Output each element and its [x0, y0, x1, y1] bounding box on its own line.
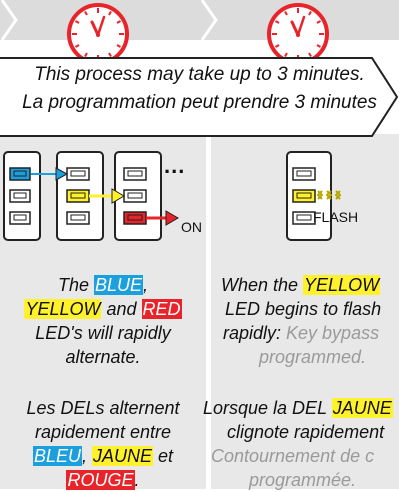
led-module: [56, 151, 104, 241]
bleu-label: BLEU: [32, 446, 82, 466]
step-bar: [0, 0, 399, 40]
callout-text-fr: La programmation peut prendre 3 minutes: [22, 92, 377, 113]
right-description-en: When the YELLOW LED begins to flash rapi…: [221, 275, 382, 367]
led-module: [3, 151, 41, 241]
clock-icon: [66, 2, 130, 66]
red-label: RED: [141, 299, 182, 319]
blue-label: BLUE: [93, 275, 144, 295]
chevron-right-icon: [0, 0, 22, 40]
led-diagram: [3, 151, 342, 241]
jaune-label: JAUNE: [92, 446, 154, 466]
panel-divider: [206, 134, 211, 489]
chevron-right-icon: [200, 0, 222, 40]
arrow-icon: [146, 210, 179, 226]
arrow-icon: [31, 167, 69, 181]
flash-label: FLASH: [313, 209, 359, 225]
ellipsis: ...: [164, 153, 186, 178]
left-description-fr: Les DELs alternent rapidement entre BLEU…: [26, 398, 180, 490]
right-description-fr: Lorsque la DEL JAUNE clignote rapidement…: [203, 398, 393, 490]
arrow-icon: [89, 188, 125, 204]
yellow-label: YELLOW: [303, 275, 381, 295]
yellow-label: YELLOW: [24, 299, 102, 319]
left-description-en: The BLUE, YELLOW and RED LED's will rapi…: [24, 275, 182, 367]
callout-text-en: This process may take up to 3 minutes.: [34, 64, 365, 85]
on-label: ON: [181, 219, 202, 235]
led-module: [286, 151, 332, 241]
rouge-label: ROUGE: [66, 470, 135, 490]
flash-icon: [316, 190, 342, 200]
jaune-label: JAUNE: [331, 398, 393, 418]
time-callout: This process may take up to 3 minutes. L…: [0, 54, 399, 140]
